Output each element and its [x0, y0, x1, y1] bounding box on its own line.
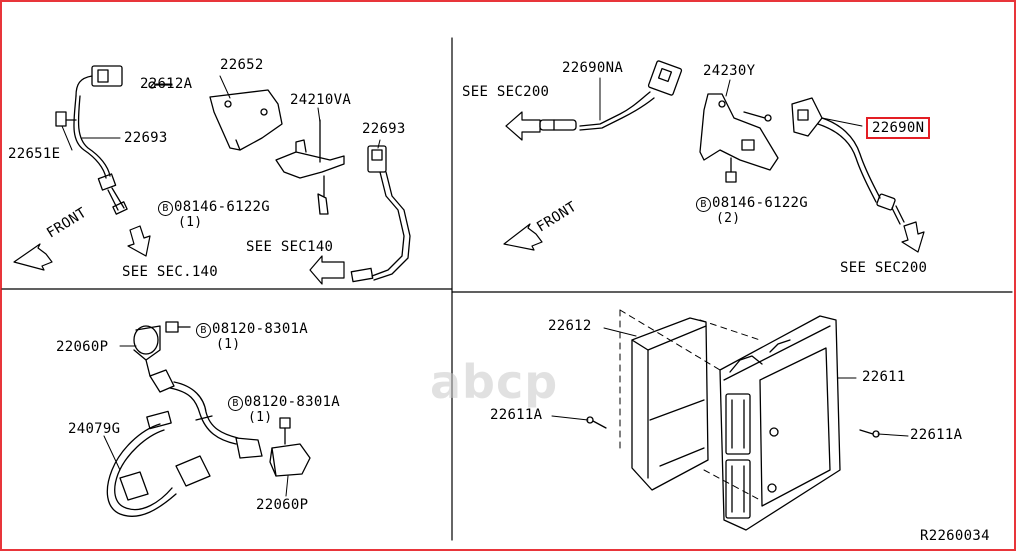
label-22690N-highlighted: 22690N	[866, 117, 931, 139]
label-22060P-upper: 22060P	[56, 339, 109, 355]
label-see-sec200-right: SEE SEC200	[840, 260, 928, 276]
label-22611: 22611	[862, 369, 906, 385]
label-22060P-lower: 22060P	[256, 497, 309, 513]
harness-24079G	[106, 369, 263, 517]
arrow-down-left-panel	[127, 225, 151, 257]
knock-sensor-22060P-lower	[269, 443, 311, 477]
label-22690NA: 22690NA	[562, 60, 624, 76]
label-qty-2: (2)	[716, 211, 741, 226]
panel-dividers	[1, 37, 1013, 541]
label-24230Y: 24230Y	[703, 63, 756, 79]
label-see-sec140-upper: SEE SEC140	[246, 239, 334, 255]
ecm-unit-22611	[719, 315, 841, 531]
bolt-circle-icon: B	[158, 201, 173, 216]
screw-24230Y	[743, 111, 772, 122]
label-22693-right: 22693	[362, 121, 406, 137]
label-22651E: 22651E	[8, 146, 61, 162]
bracket-22652	[209, 89, 283, 151]
arrow-see-sec140-right	[309, 255, 345, 285]
oxygen-sensor-22693-left	[55, 65, 128, 215]
bolt-circle-icon: B	[696, 197, 711, 212]
bolt-08120-upper	[165, 321, 191, 333]
front-arrow-right	[503, 223, 543, 251]
bracket-24210VA	[275, 119, 345, 179]
leader-lines	[61, 75, 909, 497]
oxygen-sensor-22693-right	[350, 145, 411, 283]
bolt-08146-right	[725, 157, 737, 183]
label-22611A-right: 22611A	[910, 427, 963, 443]
label-qty-1-c: (1)	[248, 410, 273, 425]
watermark-logo: abcp	[430, 355, 559, 409]
label-22693-left: 22693	[124, 130, 168, 146]
screw-22612A	[148, 81, 173, 89]
screw-22611A-left	[586, 416, 607, 429]
ecm-dashed-guides	[619, 309, 761, 501]
bolt-08120-lower	[279, 417, 291, 445]
label-22611A-left: 22611A	[490, 407, 543, 423]
bolt-circle-icon: B	[228, 396, 243, 411]
bracket-24230Y	[699, 93, 779, 171]
label-24210VA: 24210VA	[290, 92, 352, 108]
bolt-circle-icon: B	[196, 323, 211, 338]
ecm-bracket-22612	[631, 317, 709, 491]
label-qty-1-left: (1)	[178, 215, 203, 230]
arrow-down-right-panel	[901, 221, 925, 253]
arrow-see-sec200-left	[505, 111, 541, 141]
label-22612A: 22612A	[140, 76, 193, 92]
bolt-08146-left	[317, 175, 329, 215]
front-arrow-left	[13, 243, 53, 271]
label-see-sec140-lower: SEE SEC.140	[122, 264, 219, 280]
reference-code: R2260034	[920, 528, 990, 544]
label-24079G: 24079G	[68, 421, 121, 437]
label-qty-1-b: (1)	[216, 337, 241, 352]
knock-sensor-22060P-upper	[133, 325, 161, 377]
label-22612: 22612	[548, 318, 592, 334]
oxygen-sensor-22690N	[791, 97, 905, 225]
screw-22611A-right	[859, 429, 880, 438]
label-22652: 22652	[220, 57, 264, 73]
label-see-sec200-left: SEE SEC200	[462, 84, 550, 100]
